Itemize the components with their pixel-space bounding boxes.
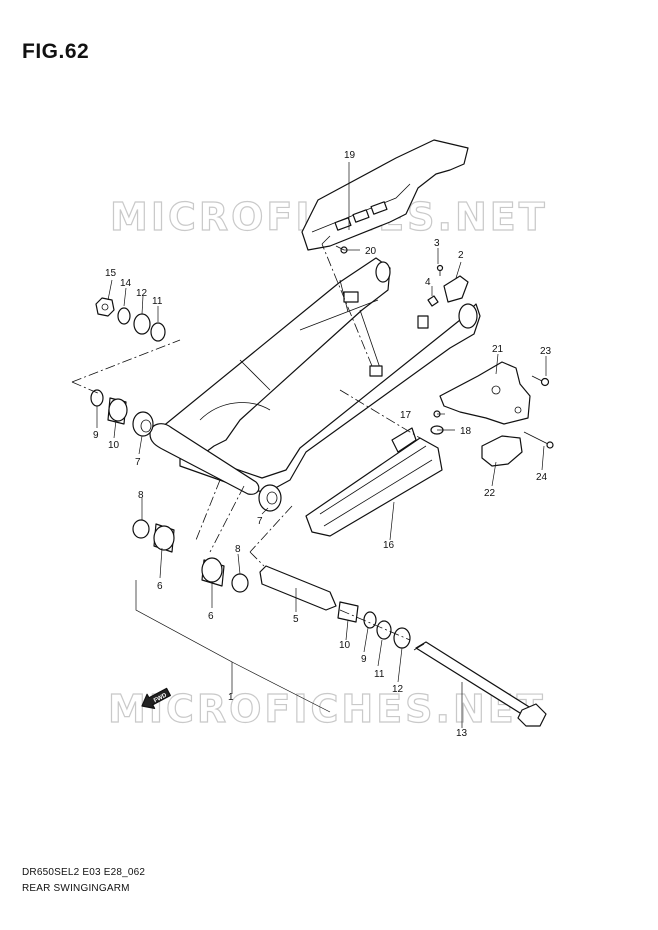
callout-20[interactable]: 20 xyxy=(365,246,377,257)
callout-24[interactable]: 24 xyxy=(536,472,548,483)
callout-5[interactable]: 5 xyxy=(293,614,299,625)
callout-7-left[interactable]: 7 xyxy=(135,457,141,468)
bearing-part-7-left[interactable] xyxy=(132,411,154,437)
washer-part-11-upper[interactable] xyxy=(150,322,166,342)
spacer-part-10-right[interactable] xyxy=(337,601,359,623)
seal-part-8-right[interactable] xyxy=(231,573,249,593)
callout-19[interactable]: 19 xyxy=(344,150,356,161)
bolt-part-20[interactable] xyxy=(335,245,348,254)
callout-3[interactable]: 3 xyxy=(434,238,440,249)
callout-8-left[interactable]: 8 xyxy=(138,490,144,501)
callout-6-right[interactable]: 6 xyxy=(208,611,214,622)
screw-part-3[interactable] xyxy=(436,264,444,277)
washer-part-12-upper[interactable] xyxy=(133,313,151,335)
washer-part-14[interactable] xyxy=(117,307,131,325)
bracket-part-21[interactable] xyxy=(439,361,531,425)
figure-title: FIG.62 xyxy=(22,40,90,63)
bolt-part-24[interactable] xyxy=(523,431,554,449)
leader-lines xyxy=(96,162,547,728)
callout-10-left[interactable]: 10 xyxy=(108,440,120,451)
spacer-part-10-left[interactable] xyxy=(107,397,128,425)
callout-11-upper[interactable]: 11 xyxy=(152,296,163,307)
nut-part-15[interactable] xyxy=(95,297,115,317)
chain-case-part-19[interactable] xyxy=(301,139,469,251)
assembly-lines xyxy=(71,243,421,641)
callout-14[interactable]: 14 xyxy=(120,278,132,289)
callout-6-left[interactable]: 6 xyxy=(157,581,163,592)
pivot-bolt-part-13[interactable] xyxy=(413,641,547,727)
callout-21[interactable]: 21 xyxy=(492,344,504,355)
callout-12-lower[interactable]: 12 xyxy=(392,684,404,695)
callout-8-right[interactable]: 8 xyxy=(235,544,241,555)
washer-part-12-lower[interactable] xyxy=(393,627,411,649)
clamp-part-2[interactable] xyxy=(443,275,469,303)
callout-7-right[interactable]: 7 xyxy=(257,516,263,527)
swingarm-part-1[interactable] xyxy=(149,257,481,495)
callout-16[interactable]: 16 xyxy=(383,540,395,551)
callout-11-lower[interactable]: 11 xyxy=(374,669,385,680)
callout-15[interactable]: 15 xyxy=(105,268,117,279)
pivot-shaft-part-5[interactable] xyxy=(259,565,337,611)
callout-10-right[interactable]: 10 xyxy=(339,640,351,651)
chain-guide-part-16[interactable] xyxy=(305,427,443,537)
callout-23[interactable]: 23 xyxy=(540,346,552,357)
callout-18[interactable]: 18 xyxy=(460,426,472,437)
callout-17[interactable]: 17 xyxy=(400,410,412,421)
callout-9-left[interactable]: 9 xyxy=(93,430,99,441)
callout-9-right[interactable]: 9 xyxy=(361,654,367,665)
callout-13[interactable]: 13 xyxy=(456,728,468,739)
screw-part-4[interactable] xyxy=(427,295,439,307)
bearing-part-6-left[interactable] xyxy=(153,523,175,553)
callout-22[interactable]: 22 xyxy=(484,488,496,499)
washer-part-9-right[interactable] xyxy=(363,611,377,629)
guard-part-22[interactable] xyxy=(481,435,523,467)
figure-name: REAR SWINGINGARM xyxy=(22,883,130,894)
washer-part-11-lower[interactable] xyxy=(376,620,392,640)
callout-1[interactable]: 1 xyxy=(228,692,234,703)
bolt-part-23[interactable] xyxy=(531,375,550,387)
seal-part-8-left[interactable] xyxy=(132,519,150,539)
model-code: DR650SEL2 E03 E28_062 xyxy=(22,867,146,878)
watermark-bottom: MICROFICHES.NET xyxy=(108,687,546,731)
callout-2[interactable]: 2 xyxy=(458,250,464,261)
callout-4[interactable]: 4 xyxy=(425,277,431,288)
callout-12-upper[interactable]: 12 xyxy=(136,288,148,299)
bearing-part-7-right[interactable] xyxy=(258,484,282,512)
bearing-part-6-right[interactable] xyxy=(201,557,225,587)
